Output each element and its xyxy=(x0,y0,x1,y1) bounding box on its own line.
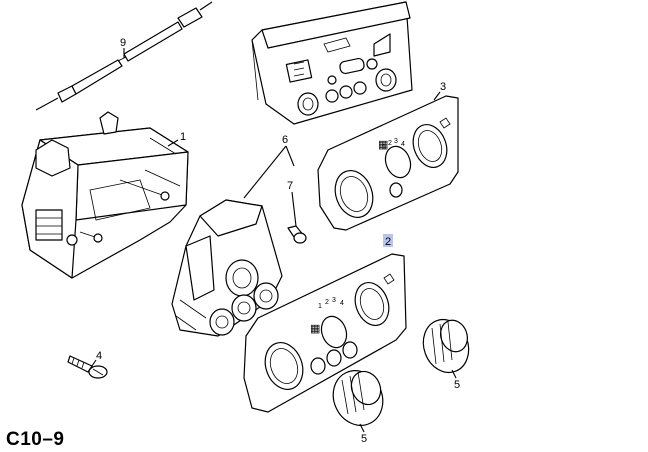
callout-2-highlight xyxy=(383,234,393,247)
lower-dial-number: 2 xyxy=(325,299,329,306)
part-5-knob-lower xyxy=(332,370,384,426)
upper-dial-number: 3 xyxy=(394,138,398,145)
upper-dial-number: 2 xyxy=(388,140,392,147)
leader-lines xyxy=(91,48,457,433)
upper-dial-number: 1 xyxy=(382,144,386,151)
lower-dial-number: 3 xyxy=(332,297,336,304)
part-6-switch-assembly xyxy=(171,199,283,337)
part-5-knob-right xyxy=(422,318,470,374)
callout-5-lower: 5 xyxy=(361,433,367,445)
part-4-screw xyxy=(67,355,108,379)
callout-2: 2 xyxy=(385,236,391,248)
part-3-trim-panel-upper: ▦ xyxy=(317,95,459,231)
part-2-trim-panel-lower: ▦ xyxy=(243,253,407,413)
callout-4: 4 xyxy=(96,350,102,362)
callout-3: 3 xyxy=(440,81,446,93)
svg-text:▦: ▦ xyxy=(378,139,388,151)
lower-dial-number: 4 xyxy=(340,300,344,307)
callout-6: 6 xyxy=(282,134,288,146)
svg-text:▦: ▦ xyxy=(310,323,320,335)
callout-7: 7 xyxy=(287,180,293,192)
upper-dial-number: 4 xyxy=(401,141,405,148)
part-7-bulb xyxy=(287,225,307,244)
lower-dial-number: 1 xyxy=(318,303,322,310)
upper-dial-numbers: 1 2 3 4 xyxy=(382,138,405,151)
callout-5-right: 5 xyxy=(454,379,460,391)
part-1-housing xyxy=(21,111,189,279)
lower-dial-numbers: 1 2 3 4 xyxy=(318,297,344,310)
callout-1: 1 xyxy=(180,131,186,143)
part-9-cable xyxy=(35,1,213,111)
callout-9: 9 xyxy=(120,37,126,49)
figure-reference-code: C10–9 xyxy=(6,429,65,450)
radio-head-unit xyxy=(251,1,413,125)
